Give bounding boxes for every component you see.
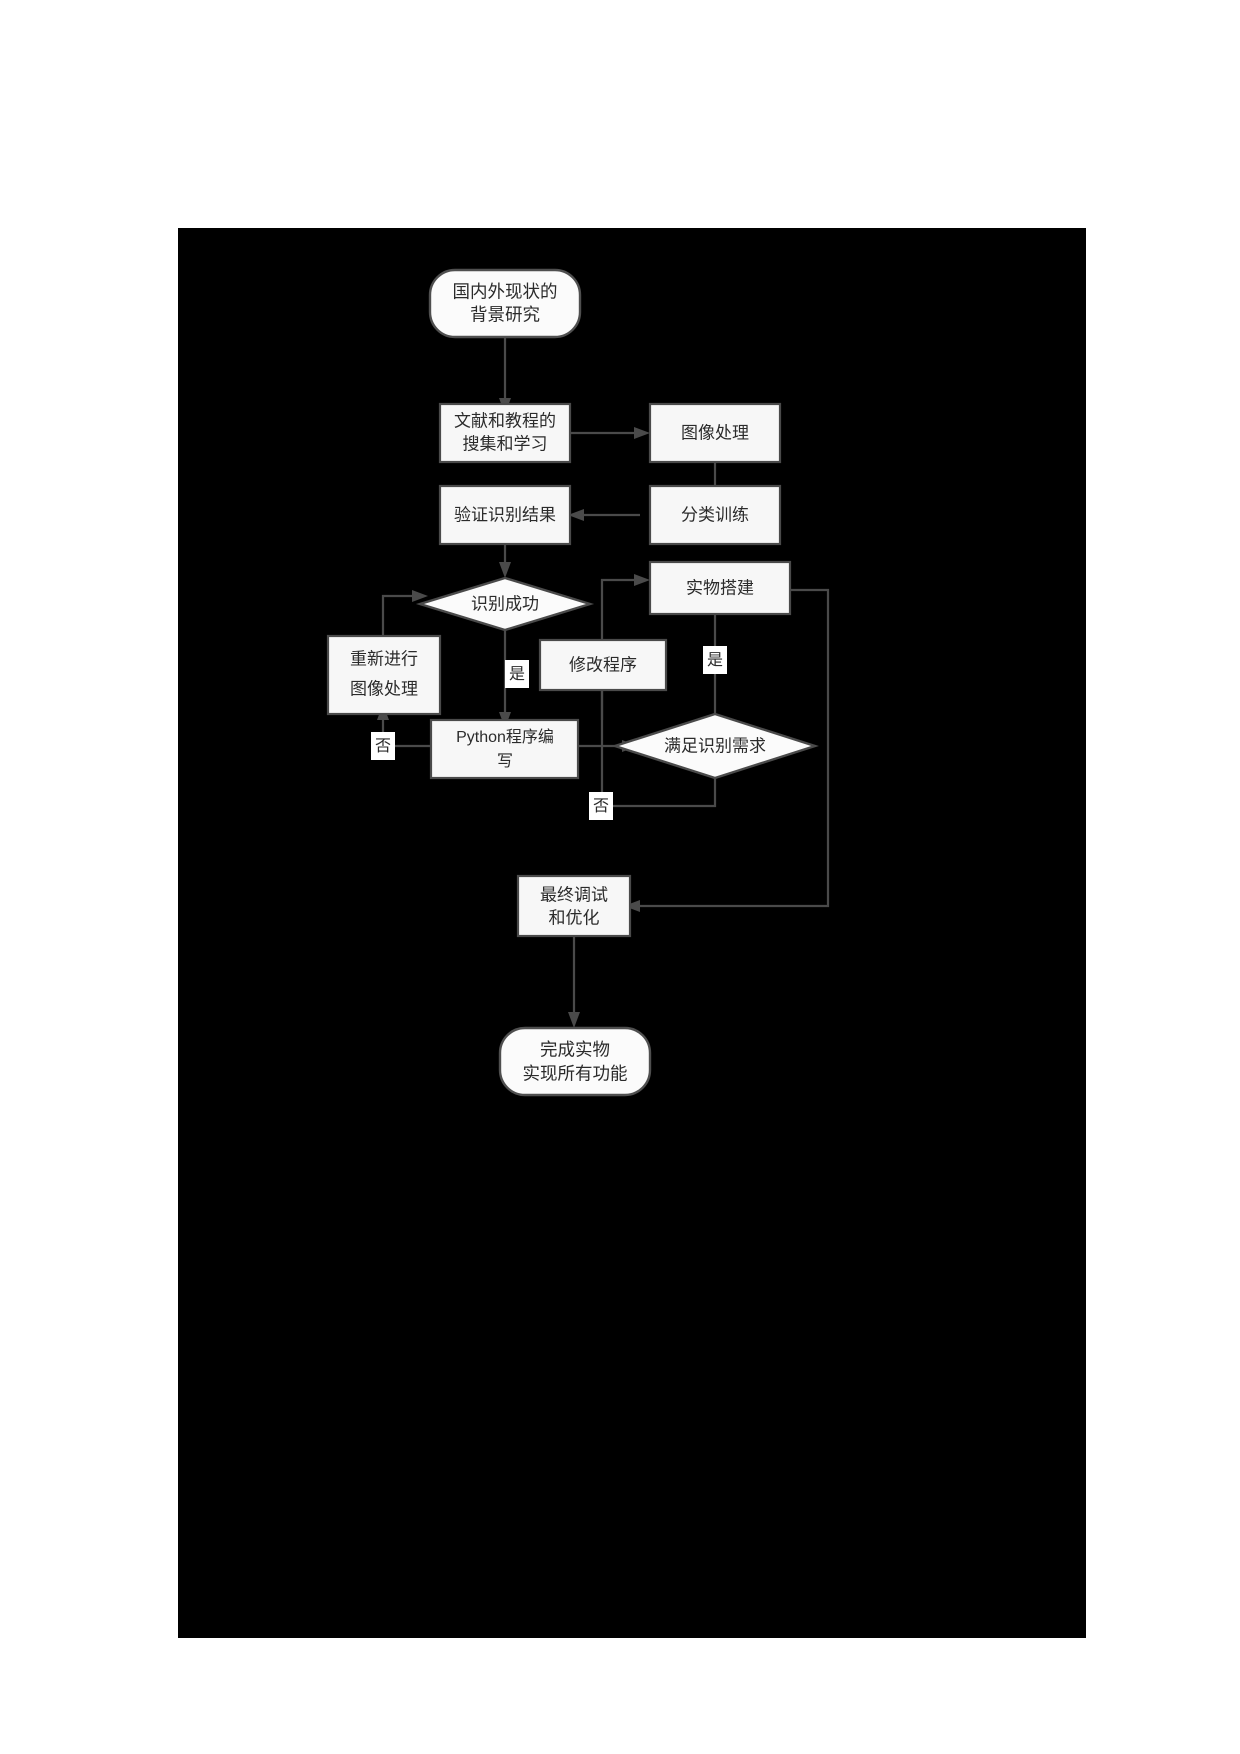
node-recognition-success-label: 识别成功 (471, 594, 539, 613)
node-classification-training-label: 分类训练 (681, 505, 749, 524)
node-background-research[interactable]: 国内外现状的 背景研究 (428, 268, 582, 339)
node-complete-all-functions[interactable]: 完成实物 实现所有功能 (498, 1026, 652, 1097)
node-verify-recognition-result[interactable]: 验证识别结果 (438, 484, 572, 546)
edge-verify-to-recognition-success (499, 544, 511, 578)
node-literature-study[interactable]: 文献和教程的 搜集和学习 (438, 402, 572, 464)
edge-labels-layer: 是 否 是 否 (371, 646, 727, 820)
node-redo-image-processing-line1: 重新进行 (350, 649, 418, 668)
node-python-programming-line1: Python程序编 (456, 728, 554, 746)
edge-build-to-final-debug (624, 588, 830, 912)
edge-label-no-requirement-text: 否 (593, 798, 609, 815)
node-python-programming[interactable]: Python程序编 写 (429, 718, 580, 780)
edge-label-yes-requirement: 是 (703, 646, 727, 674)
node-requirement-satisfied-label: 满足识别需求 (664, 736, 766, 755)
edge-training-to-verify (568, 509, 640, 521)
node-requirement-satisfied-decision[interactable]: 满足识别需求 (611, 712, 819, 780)
node-physical-build[interactable]: 实物搭建 (648, 560, 792, 616)
node-physical-build-label: 实物搭建 (686, 578, 754, 597)
node-complete-line1: 完成实物 (540, 1040, 610, 1060)
diagram-canvas-background (178, 228, 1086, 1638)
node-complete-line2: 实现所有功能 (523, 1064, 628, 1084)
edge-literature-to-image-processing (570, 427, 650, 439)
edge-final-debug-to-complete (568, 936, 580, 1028)
edge-label-yes-recognition-text: 是 (509, 666, 525, 683)
flowchart-svg: 国内外现状的 背景研究 文献和教程的 搜集和学习 图像处理 分类训练 (326, 268, 830, 1097)
node-redo-image-processing-line2: 图像处理 (350, 679, 418, 698)
node-image-processing[interactable]: 图像处理 (648, 402, 782, 464)
edge-label-no-python-text: 否 (375, 738, 391, 755)
edge-label-yes-requirement-text: 是 (707, 652, 723, 669)
node-python-programming-line2: 写 (497, 753, 513, 770)
edge-redo-image-processing-to-decision (381, 590, 428, 636)
node-final-debug-line2: 和优化 (549, 908, 600, 927)
node-final-debug-optimize[interactable]: 最终调试 和优化 (516, 874, 632, 938)
edge-label-no-python: 否 (371, 732, 395, 760)
node-final-debug-line1: 最终调试 (540, 885, 608, 904)
node-modify-program[interactable]: 修改程序 (538, 638, 668, 692)
node-background-research-line2: 背景研究 (470, 305, 540, 325)
node-verify-recognition-result-label: 验证识别结果 (454, 505, 556, 524)
node-modify-program-label: 修改程序 (569, 655, 637, 674)
node-literature-study-line1: 文献和教程的 (454, 411, 556, 430)
node-recognition-success-decision[interactable]: 识别成功 (415, 576, 595, 632)
node-classification-training[interactable]: 分类训练 (648, 484, 782, 546)
nodes-layer: 国内外现状的 背景研究 文献和教程的 搜集和学习 图像处理 分类训练 (326, 268, 819, 1097)
node-background-research-line1: 国内外现状的 (453, 282, 558, 302)
edge-label-yes-recognition: 是 (505, 660, 529, 688)
edge-label-no-requirement: 否 (589, 792, 613, 820)
edge-modify-to-build (600, 574, 650, 640)
edge-background-to-literature (499, 337, 511, 414)
node-image-processing-label: 图像处理 (681, 423, 749, 442)
node-literature-study-line2: 搜集和学习 (463, 434, 548, 453)
node-redo-image-processing[interactable]: 重新进行 图像处理 (326, 634, 442, 716)
